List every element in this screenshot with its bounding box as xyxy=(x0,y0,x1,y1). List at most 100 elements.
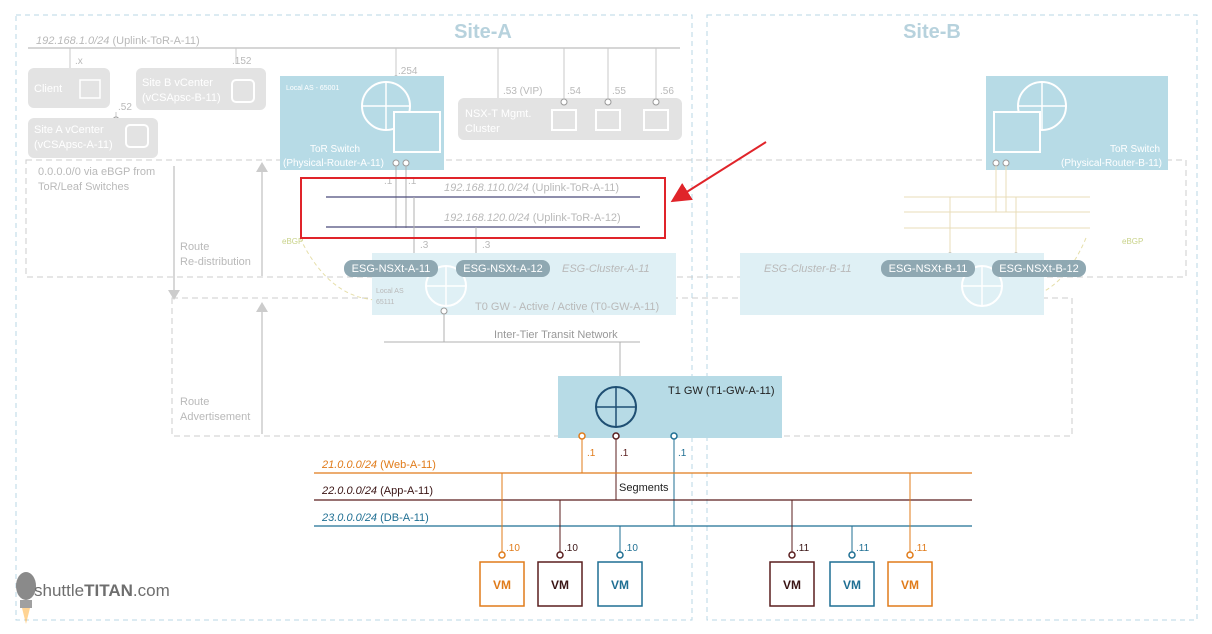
tor-a-line1: ToR Switch xyxy=(310,144,360,155)
site-a-title: Site-A xyxy=(454,21,512,43)
nsx-node3-octet: .56 xyxy=(660,86,674,97)
site-b-title: Site-B xyxy=(903,21,961,43)
tor-a-local-as: Local AS - 65001 xyxy=(286,85,339,92)
monitor-icon xyxy=(551,109,577,131)
site-b-vc-octet: .152 xyxy=(232,56,252,67)
tor-uplink-octet-b: .1 xyxy=(408,176,417,187)
esg-a-12-badge xyxy=(456,260,550,277)
mgmt-network-label: 192.168.1.0/24 (Uplink-ToR-A-11) xyxy=(36,35,200,47)
ebgp-curve-left xyxy=(299,237,381,301)
client-octet: .x xyxy=(75,56,83,67)
esg-a-12-label: ESG-NSXt-A-12 xyxy=(463,263,542,275)
edge-a-local-as-2: 65111 xyxy=(376,299,395,306)
site-b-vcenter-box xyxy=(136,68,266,110)
site-a-vc-line1: Site A vCenter xyxy=(34,124,104,136)
vm-web-a-octet: .10 xyxy=(506,543,520,554)
edge-a-local-as-1: Local AS xyxy=(376,288,404,295)
esg-uplink-octet-b: .3 xyxy=(482,240,491,251)
esg-cluster-a-label: ESG-Cluster-A-11 xyxy=(562,263,650,275)
monitor-icon xyxy=(643,109,669,131)
ebgp-right-label: eBGP xyxy=(1122,237,1143,246)
vm-app-b-label: VM xyxy=(783,578,801,592)
uplink-2-label: 192.168.120.0/24 (Uplink-ToR-A-12) xyxy=(444,212,621,224)
vm-db-a xyxy=(597,561,643,607)
default-route-note-1: 0.0.0.0/0 via eBGP from xyxy=(38,166,155,178)
site-a-vc-line2: (vCSApsc-A-11) xyxy=(34,139,113,151)
tor-b-line1: ToR Switch xyxy=(1110,144,1160,155)
site-b-boundary xyxy=(706,14,1198,621)
client-label: Client xyxy=(34,83,62,95)
vm-app-a-octet: .10 xyxy=(564,543,578,554)
vm-web-b xyxy=(887,561,933,607)
esg-b-11-label: ESG-NSXt-B-11 xyxy=(889,263,968,275)
t1-web-octet: .1 xyxy=(587,448,596,459)
vm-app-a-label: VM xyxy=(551,578,569,592)
esg-b-12-label: ESG-NSXt-B-12 xyxy=(999,263,1078,275)
vm-db-b-label: VM xyxy=(843,578,861,592)
nsx-node2-octet: .55 xyxy=(612,86,626,97)
nsx-node1-octet: .54 xyxy=(567,86,581,97)
t0-gateway-label: T0 GW - Active / Active (T0-GW-A-11) xyxy=(475,301,659,313)
tor-b-line2: (Physical-Router-B-11) xyxy=(1061,158,1162,169)
vm-app-b-octet: .11 xyxy=(796,543,810,554)
watermark-logo xyxy=(16,572,36,624)
switch-icon xyxy=(393,111,441,153)
t1-app-octet: .1 xyxy=(620,448,629,459)
highlight-box xyxy=(300,177,666,239)
vm-db-b xyxy=(829,561,875,607)
router-icon xyxy=(1017,81,1067,131)
advertisement-label-1: Route xyxy=(180,396,209,408)
highlight-arrow xyxy=(670,141,767,203)
monitor-icon xyxy=(595,109,621,131)
t1-db-octet: .1 xyxy=(678,448,687,459)
router-icon xyxy=(595,386,637,428)
db-segment-label: 23.0.0.0/24 (DB-A-11) xyxy=(321,512,429,524)
redistribution-label-1: Route xyxy=(180,241,209,253)
site-b-vc-line2: (vCSApsc-B-11) xyxy=(142,92,221,104)
router-icon xyxy=(425,265,467,307)
vm-app-a xyxy=(537,561,583,607)
ebgp-left-label: eBGP xyxy=(282,237,303,246)
default-route-note-2: ToR/Leaf Switches xyxy=(38,181,130,193)
vm-web-b-octet: .11 xyxy=(914,543,928,554)
redistribution-label-2: Re-distribution xyxy=(180,256,251,268)
vm-db-a-octet: .10 xyxy=(624,543,638,554)
uplink-1-label: 192.168.110.0/24 (Uplink-ToR-A-11) xyxy=(444,182,619,194)
app-segment-label: 22.0.0.0/24 (App-A-11) xyxy=(321,485,433,497)
tor-a-gw-octet: .254 xyxy=(398,66,418,77)
vm-web-b-label: VM xyxy=(901,578,919,592)
vcenter-icon xyxy=(231,79,255,103)
segments-label: Segments xyxy=(619,482,669,494)
tor-uplink-octet-a: .1 xyxy=(384,176,393,187)
nsx-line1: NSX-T Mgmt. xyxy=(465,108,531,120)
esg-a-11-label: ESG-NSXt-A-11 xyxy=(352,263,431,275)
nsx-mgmt-cluster xyxy=(458,98,682,140)
esg-cluster-b-label: ESG-Cluster-B-11 xyxy=(764,263,852,275)
vcenter-icon xyxy=(125,124,149,148)
nsx-line2: Cluster xyxy=(465,123,500,135)
web-segment-label: 21.0.0.0/24 (Web-A-11) xyxy=(321,459,436,471)
vm-app-b xyxy=(769,561,815,607)
redistribution-zone xyxy=(25,159,1187,278)
client-icon xyxy=(79,79,101,99)
t1-gateway-label: T1 GW (T1-GW-A-11) xyxy=(668,385,775,397)
esg-b-12-badge xyxy=(992,260,1086,277)
vm-db-b-octet: .11 xyxy=(856,543,870,554)
switch-icon xyxy=(993,111,1041,153)
tor-a-line2: (Physical-Router-A-11) xyxy=(283,158,384,169)
site-a-vc-octet: .52 xyxy=(118,102,132,113)
router-icon xyxy=(961,265,1003,307)
esg-a-11-badge xyxy=(344,260,438,277)
esg-b-11-badge xyxy=(881,260,975,277)
router-icon xyxy=(361,81,411,131)
site-a-boundary xyxy=(15,14,693,621)
vm-web-a-label: VM xyxy=(493,578,511,592)
esg-uplink-octet-a: .3 xyxy=(420,240,429,251)
transit-network-label: Inter-Tier Transit Network xyxy=(494,329,618,341)
site-b-vc-line1: Site B vCenter xyxy=(142,77,213,89)
nsx-vip-octet: .53 (VIP) xyxy=(503,86,542,97)
watermark-text: shuttleTITAN.com xyxy=(34,581,170,600)
advertisement-label-2: Advertisement xyxy=(180,411,250,423)
